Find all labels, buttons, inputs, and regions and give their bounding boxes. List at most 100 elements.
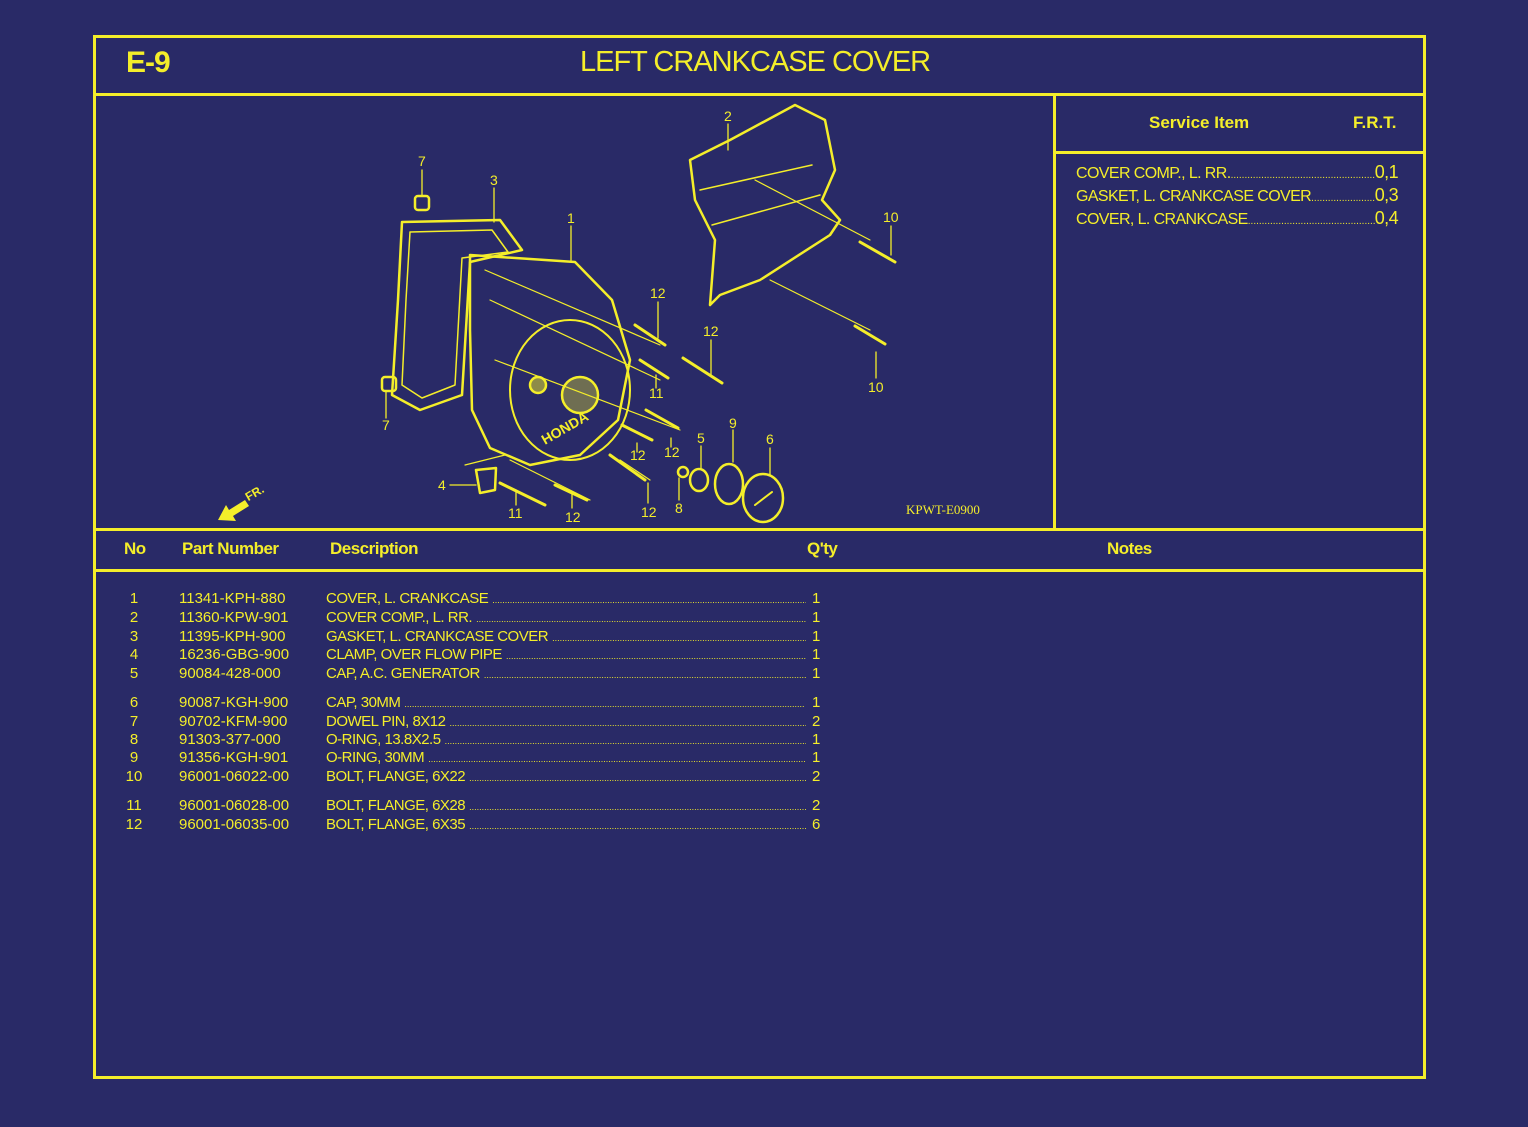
section-code: E-9 [126,46,171,79]
row-qty: 1 [812,590,821,607]
leader-dots: ........................................… [449,718,807,728]
frt-header: F.R.T. [1353,113,1397,132]
front-direction-arrow-icon [218,500,249,521]
col-header-notes: Notes [1107,539,1152,558]
row-qty: 6 [812,816,821,833]
svg-text:10: 10 [868,379,884,395]
service-item-frt: 0,1 [1374,162,1399,182]
service-item-label: COVER, L. CRANKCASE [1076,211,1248,228]
svg-text:10: 10 [883,209,899,225]
leader-dots: ........................................… [469,773,806,783]
svg-text:9: 9 [729,415,737,431]
service-item-row: COVER, L. CRANKCASE ....................… [1076,208,1399,229]
svg-text:7: 7 [418,153,426,169]
row-part-number: 96001-06035-00 [179,816,290,833]
row-qty: 1 [812,731,821,748]
svg-text:12: 12 [641,504,657,520]
row-description: BOLT, FLANGE, 6X28 [326,797,466,814]
leader-dots: ........................................… [469,821,806,831]
service-header-divider [1053,151,1426,154]
row-description: CAP, A.C. GENERATOR [326,665,480,682]
row-part-number: 11395-KPH-900 [179,628,286,645]
service-item-label: COVER COMP., L. RR. [1076,165,1231,182]
row-part-number: 90084-428-000 [179,665,281,682]
row-description: DOWEL PIN, 8X12 [326,713,446,730]
leader-dots: ........................................… [404,699,805,709]
svg-text:7: 7 [382,417,390,433]
row-part-number: 91303-377-000 [179,731,281,748]
svg-text:6: 6 [766,431,774,447]
row-qty: 1 [812,646,821,663]
col-header-description: Description [330,539,419,558]
row-description: COVER COMP., L. RR. [326,609,473,626]
leader-dots: ........................................… [1230,170,1375,181]
svg-text:4: 4 [438,477,446,493]
col-header-no: No [124,539,146,558]
service-item-row: GASKET, L. CRANKCASE COVER .............… [1076,185,1399,206]
leader-dots: ........................................… [1311,193,1375,204]
row-no: 6 [129,694,139,711]
leader-dots: ........................................… [444,736,806,746]
leader-dots: ........................................… [492,595,806,605]
rear-cover-outline [688,103,842,307]
table-header-divider [93,569,1426,572]
leader-dots: ........................................… [476,614,806,624]
header-divider [93,93,1426,96]
leader-dots: ........................................… [505,651,806,661]
col-header-qty: Q'ty [807,539,838,558]
catalog-page-frame [93,35,1426,1079]
gasket-outline [390,218,524,412]
crankcase-cover-outline [468,253,632,467]
row-qty: 2 [812,797,821,814]
row-part-number: 96001-06022-00 [179,768,290,785]
row-no: 5 [129,665,139,682]
row-description: CLAMP, OVER FLOW PIPE [326,646,502,663]
row-description: O-RING, 13.8X2.5 [326,731,441,748]
row-description: BOLT, FLANGE, 6X22 [326,768,466,785]
row-no: 1 [129,590,139,607]
service-item-frt: 0,4 [1374,208,1399,228]
table-top-divider [93,528,1426,531]
service-item-frt: 0,3 [1374,185,1399,205]
figure-code: KPWT-E0900 [906,502,980,517]
row-qty: 1 [812,665,821,682]
svg-text:12: 12 [630,447,646,463]
svg-text:2: 2 [724,108,732,124]
svg-text:11: 11 [508,505,523,521]
row-qty: 1 [812,749,821,766]
leader-dots: ........................................… [428,754,806,764]
diagram-panel-divider [1053,93,1056,530]
service-item-label: GASKET, L. CRANKCASE COVER [1076,188,1312,205]
svg-text:11: 11 [649,385,664,401]
dowel-pin [380,375,398,393]
row-no: 3 [129,628,139,645]
row-qty: 2 [812,713,821,730]
svg-text:5: 5 [697,430,705,446]
leader-dots: ........................................… [483,670,806,680]
leader-dots: ........................................… [1247,216,1375,227]
col-header-part-number: Part Number [182,539,279,558]
row-part-number: 11360-KPW-901 [179,609,289,626]
row-no: 11 [126,797,142,814]
svg-text:8: 8 [675,500,683,516]
row-qty: 1 [812,609,821,626]
row-description: O-RING, 30MM [326,749,425,766]
svg-text:12: 12 [703,323,719,339]
row-description: CAP, 30MM [326,694,401,711]
row-no: 8 [129,731,139,748]
row-part-number: 96001-06028-00 [179,797,290,814]
row-qty: 1 [812,628,821,645]
row-no: 10 [125,768,143,785]
svg-text:12: 12 [565,509,581,525]
row-no: 7 [129,713,139,730]
leader-dots: ........................................… [469,802,806,812]
service-item-header: Service Item [1149,113,1250,132]
svg-text:12: 12 [650,285,666,301]
dowel-pin [413,194,431,212]
row-no: 4 [129,646,139,663]
row-description: BOLT, FLANGE, 6X35 [326,816,466,833]
svg-text:3: 3 [490,172,498,188]
leader-dots: ........................................… [552,633,806,643]
